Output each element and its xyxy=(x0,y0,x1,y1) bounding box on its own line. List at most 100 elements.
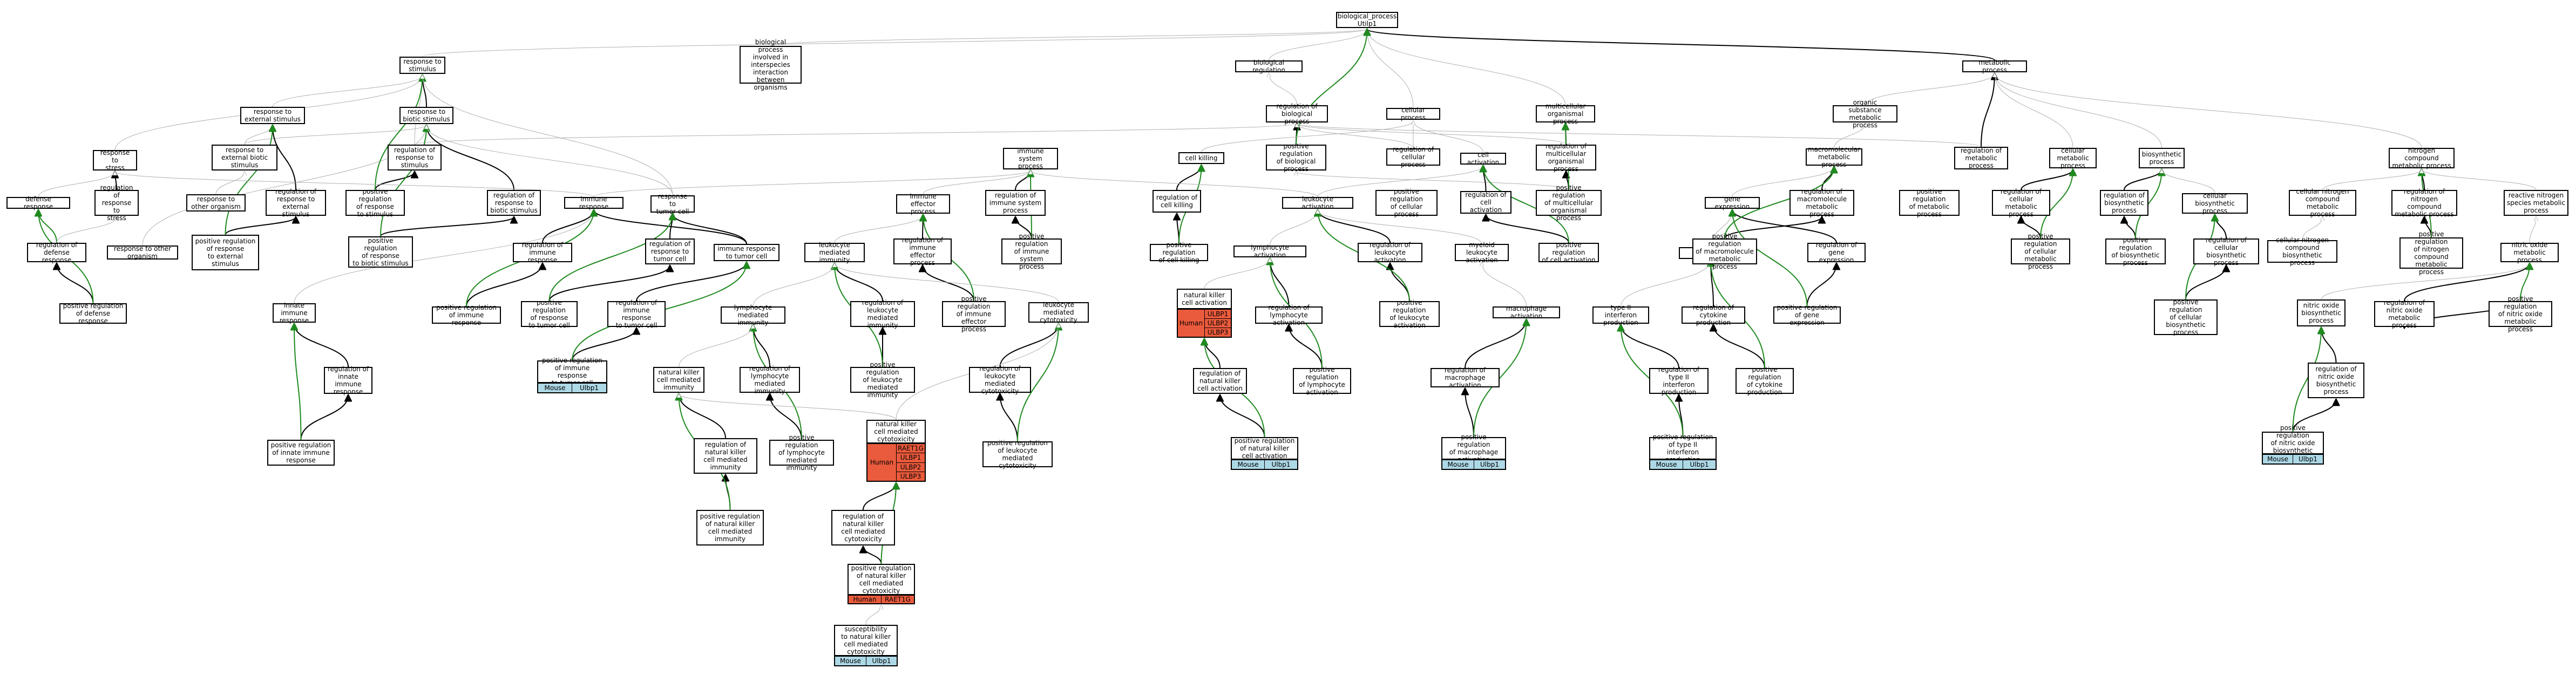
go-term-node[interactable]: regulation of cytokine production xyxy=(1682,304,1745,326)
go-term-node[interactable]: positive regulation of macrophage activa… xyxy=(1441,433,1506,463)
go-term-node[interactable]: regulation of immune effector process xyxy=(893,236,952,267)
go-term-node[interactable]: regulation of response to external stimu… xyxy=(266,188,326,218)
go-term-node[interactable]: positive regulation of leukocyte mediate… xyxy=(982,439,1053,469)
go-term-node[interactable]: regulation of type II interferon product… xyxy=(1649,366,1709,396)
go-term-node[interactable]: regulation of cellular metabolic process xyxy=(1992,188,2050,218)
go-term-node[interactable]: positive regulation of macromolecule met… xyxy=(1692,233,1757,270)
go-term-node[interactable]: regulation of innate immune response xyxy=(324,365,372,395)
go-term-node[interactable]: natural killer cell mediated immunity xyxy=(653,367,704,393)
go-term-node[interactable]: natural killer cell activation xyxy=(1177,289,1232,309)
go-term-node[interactable]: organic substance metabolic process xyxy=(1833,99,1897,129)
go-term-node[interactable]: regulation of leukocyte mediated cytotox… xyxy=(969,365,1031,395)
go-term-node[interactable]: regulation of nitric oxide metabolic pro… xyxy=(2374,299,2435,329)
go-term-node[interactable]: regulation of cell killing xyxy=(1153,190,1201,213)
go-term-node[interactable]: regulation of metabolic process xyxy=(1954,147,2008,169)
go-term-node[interactable]: positive regulation of immune system pro… xyxy=(1001,233,1062,270)
go-term-node[interactable]: regulation of macromolecule metabolic pr… xyxy=(1789,188,1854,218)
go-term-node[interactable]: response to stress xyxy=(93,149,137,172)
go-term-node[interactable]: positive regulation of cell activation xyxy=(1538,241,1599,264)
go-term-node[interactable]: immune response to tumor cell xyxy=(714,244,779,261)
go-term-node[interactable]: positive regulation of immune response xyxy=(432,304,501,326)
go-term-node[interactable]: cell activation xyxy=(1460,151,1506,166)
go-term-node[interactable]: cellular nitrogen compound biosynthetic … xyxy=(2267,236,2337,267)
go-term-node[interactable]: regulation of macrophage activation xyxy=(1431,366,1500,389)
go-term-node[interactable]: positive regulation of innate immune res… xyxy=(267,440,335,466)
go-term-node[interactable]: regulation of gene expression xyxy=(1807,241,1866,264)
go-term-node[interactable]: regulation of leukocyte activation xyxy=(1358,241,1422,264)
go-term-node[interactable]: myeloid leukocyte activation xyxy=(1455,241,1509,264)
go-term-node[interactable]: biosynthetic process xyxy=(2139,148,2185,168)
go-term-node[interactable]: susceptibility to natural killer cell me… xyxy=(834,625,898,656)
go-term-node[interactable]: macrophage activation xyxy=(1493,305,1560,320)
go-term-node[interactable]: regulation of lymphocyte activation xyxy=(1255,304,1323,326)
go-term-node[interactable]: positive regulation of cell killing xyxy=(1150,241,1208,264)
go-term-node[interactable]: regulation of immune response xyxy=(513,241,572,264)
go-term-node[interactable]: regulation of nitrogen compound metaboli… xyxy=(2391,188,2457,218)
go-term-node[interactable]: regulation of biological process xyxy=(1266,103,1328,125)
go-term-node[interactable]: positive regulation of immune response t… xyxy=(537,357,607,387)
go-term-node[interactable]: regulation of response to biotic stimulu… xyxy=(487,190,541,216)
go-term-node[interactable]: macromolecular metabolic process xyxy=(1806,146,1862,168)
go-term-node[interactable]: regulation of cellular process xyxy=(1386,146,1440,168)
go-term-node[interactable]: leukocyte mediated immunity xyxy=(804,241,865,264)
go-term-node[interactable]: positive regulation of lymphocyte mediat… xyxy=(769,434,834,472)
go-term-node[interactable]: lymphocyte mediated immunity xyxy=(721,304,785,326)
go-term-node[interactable]: response to biotic stimulus xyxy=(399,107,453,124)
go-term-node[interactable]: nitric oxide metabolic process xyxy=(2500,241,2559,264)
go-term-node[interactable]: nitric oxide biosynthetic process xyxy=(2297,299,2345,326)
go-term-node[interactable]: positive regulation of response to bioti… xyxy=(348,236,413,268)
go-term-node[interactable]: positive regulation of leukocyte mediate… xyxy=(850,361,915,399)
go-term-node[interactable]: positive regulation of natural killer ce… xyxy=(848,564,915,595)
go-term-node[interactable]: positive regulation of natural killer ce… xyxy=(696,510,764,545)
go-term-node[interactable]: nitrogen compound metabolic process xyxy=(2389,147,2455,169)
go-term-node[interactable]: biological_process Utilp1 xyxy=(1336,12,1398,28)
go-term-node[interactable]: regulation of multicellular organismal p… xyxy=(1536,142,1596,173)
go-term-node[interactable]: positive regulation of leukocyte activat… xyxy=(1379,299,1440,329)
go-term-node[interactable]: positive regulation of immune effector p… xyxy=(942,295,1006,333)
go-term-node[interactable]: regulation of biosynthetic process xyxy=(2100,190,2148,216)
go-term-node[interactable]: reactive nitrogen species metabolic proc… xyxy=(2504,190,2568,216)
go-term-node[interactable]: positive regulation of lymphocyte activa… xyxy=(1293,366,1351,396)
go-term-node[interactable]: positive regulation of cellular process xyxy=(1375,188,1438,218)
go-term-node[interactable]: response to tumor cell xyxy=(650,193,695,215)
go-term-node[interactable]: cell killing xyxy=(1178,152,1224,164)
go-term-node[interactable]: leukocyte mediated cytotoxicity xyxy=(1028,301,1089,324)
go-term-node[interactable]: multicellular organismal process xyxy=(1536,103,1595,125)
go-term-node[interactable]: positive regulation of cytokine producti… xyxy=(1736,366,1794,396)
go-term-node[interactable]: gene expression xyxy=(1705,195,1760,210)
go-term-node[interactable]: biological process involved in interspec… xyxy=(740,38,802,91)
go-term-node[interactable]: positive regulation of gene expression xyxy=(1773,304,1841,326)
go-term-node[interactable]: regulation of defense response xyxy=(27,241,86,264)
go-term-node[interactable]: regulation of lymphocyte mediated immuni… xyxy=(740,365,800,395)
go-term-node[interactable]: cellular process xyxy=(1386,106,1440,121)
go-term-node[interactable]: regulation of immune system process xyxy=(985,190,1046,216)
go-term-node[interactable]: positive regulation of cellular biosynth… xyxy=(2154,298,2218,336)
go-term-node[interactable]: positive regulation of cellular metaboli… xyxy=(2011,233,2070,270)
go-term-node[interactable]: biological regulation xyxy=(1235,59,1303,74)
go-term-node[interactable]: immune response xyxy=(564,195,623,210)
go-term-node[interactable]: cellular metabolic process xyxy=(2049,147,2097,169)
go-term-node[interactable]: response to external stimulus xyxy=(240,107,305,124)
go-term-node[interactable]: positive regulation of nitrogen compound… xyxy=(2399,230,2463,276)
go-term-node[interactable]: positive regulation of multicellular org… xyxy=(1536,184,1602,222)
go-term-node[interactable]: regulation of natural killer cell mediat… xyxy=(694,438,757,474)
go-term-node[interactable]: regulation of natural killer cell mediat… xyxy=(831,510,895,545)
go-term-node[interactable]: natural killer cell mediated cytotoxicit… xyxy=(866,420,926,444)
go-term-node[interactable]: positive regulation of biosynthetic proc… xyxy=(2105,236,2166,267)
go-term-node[interactable]: cellular nitrogen compound metabolic pro… xyxy=(2289,188,2356,218)
go-term-node[interactable]: response to stimulus xyxy=(399,57,445,74)
go-term-node[interactable]: regulation of cell activation xyxy=(1460,191,1511,214)
go-term-node[interactable]: response to other organism xyxy=(186,194,246,212)
go-term-node[interactable]: type II interferon production xyxy=(1592,304,1649,326)
go-term-node[interactable]: regulation of natural killer cell activa… xyxy=(1193,368,1247,394)
go-term-node[interactable]: defense response xyxy=(6,195,70,210)
go-term-node[interactable]: positive regulation of natural killer ce… xyxy=(1231,437,1298,460)
go-term-node[interactable]: lymphocyte activation xyxy=(1233,244,1306,259)
go-term-node[interactable]: positive regulation of nitric oxide meta… xyxy=(2489,295,2552,333)
go-term-node[interactable]: positive regulation of response to exter… xyxy=(192,235,259,270)
go-term-node[interactable]: immune effector process xyxy=(896,193,950,215)
go-term-node[interactable]: leukocyte activation xyxy=(1282,195,1353,210)
go-term-node[interactable]: immune system process xyxy=(1003,147,1058,170)
go-term-node[interactable]: regulation of immune response to tumor c… xyxy=(607,299,666,329)
go-term-node[interactable]: response to other organism xyxy=(107,245,178,260)
